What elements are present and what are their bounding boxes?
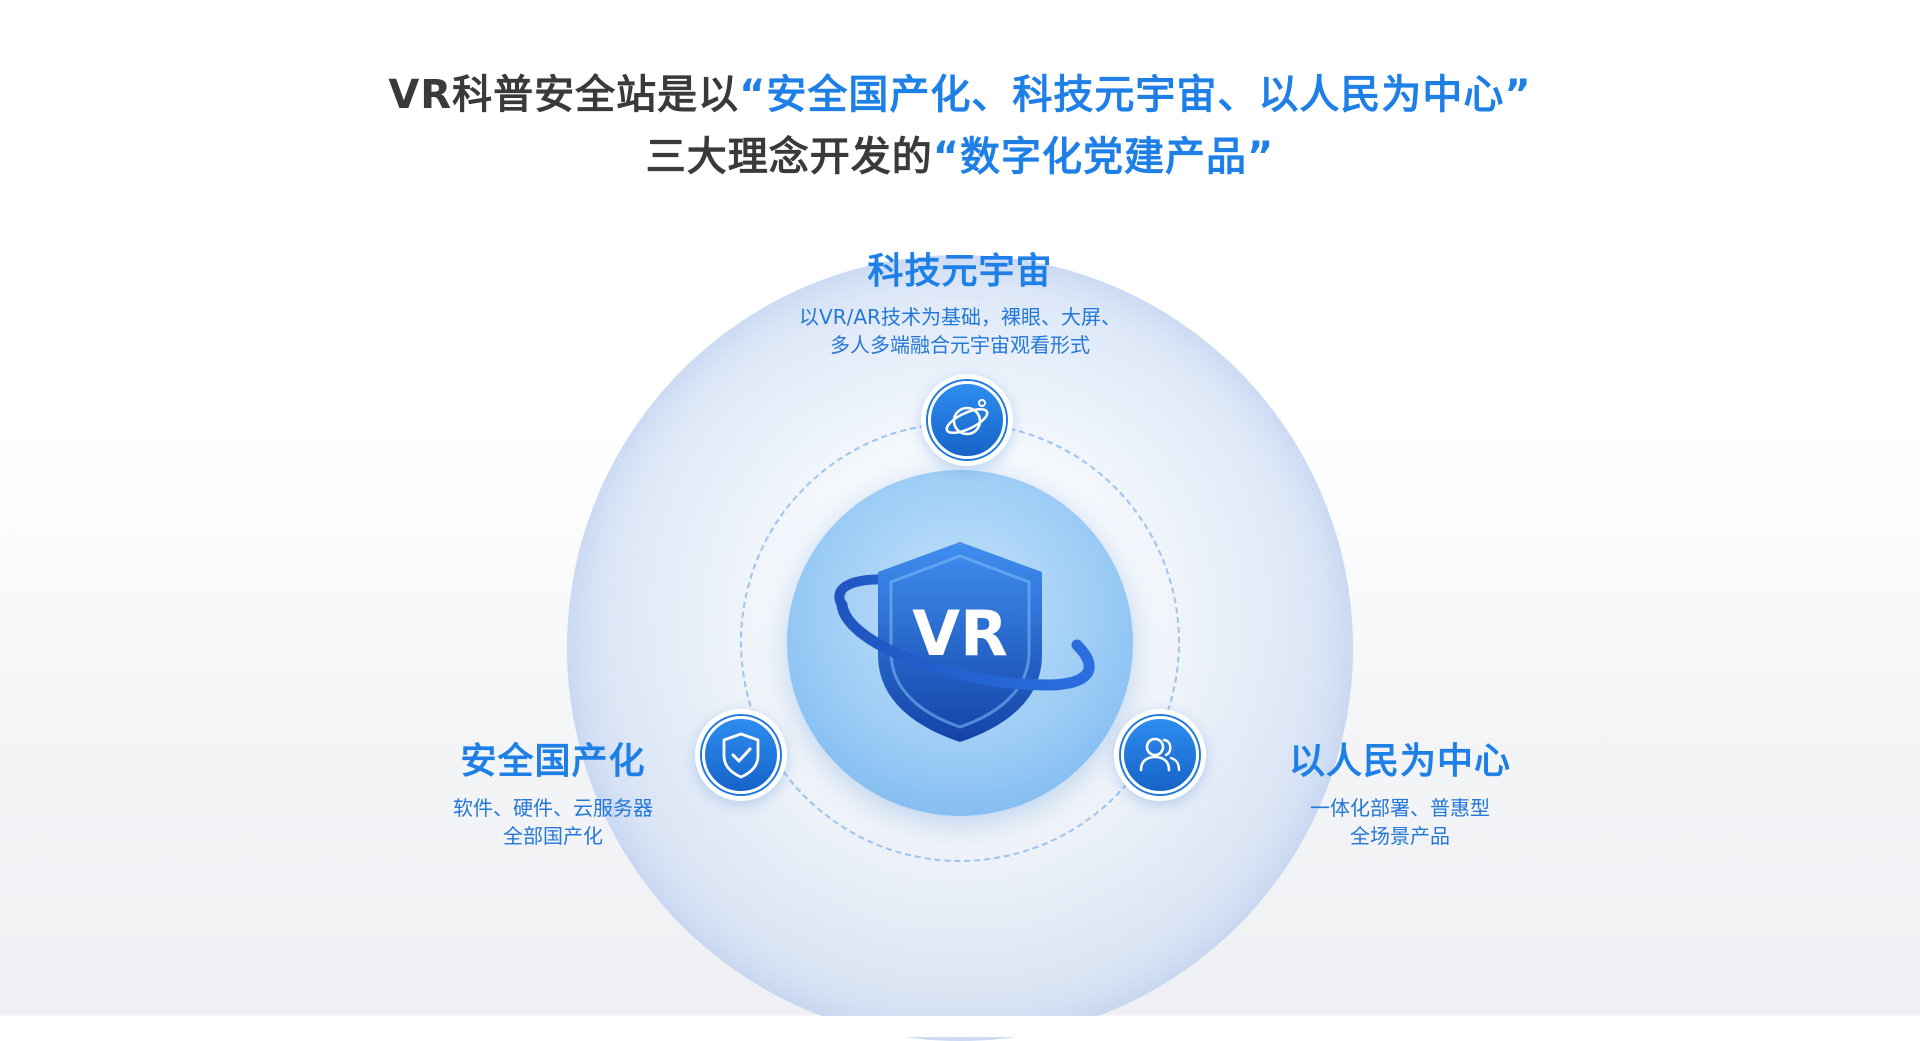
desc-security-localization: 软件、硬件、云服务器 全部国产化 — [353, 794, 753, 850]
vr-shield-logo-icon: VR — [834, 542, 1095, 742]
desc-people-centered-line-1: 一体化部署、普惠型 — [1310, 796, 1490, 820]
heading-line-2-prefix: 三大理念开发的 — [645, 134, 933, 180]
desc-people-centered-line-2: 全场景产品 — [1350, 824, 1450, 848]
heading-line-2-highlight: “数字化党建产品” — [932, 134, 1275, 180]
node-security-localization — [695, 709, 787, 801]
center-logo-circle: VR — [787, 470, 1133, 816]
node-people-centered — [1114, 709, 1206, 801]
desc-security-localization-line-1: 软件、硬件、云服务器 — [453, 796, 653, 820]
shield-check-icon — [722, 732, 760, 779]
heading-line-2: 三大理念开发的“数字化党建产品” — [0, 124, 1920, 182]
title-tech-metaverse: 科技元宇宙 — [867, 251, 1053, 292]
desc-security-localization-line-2: 全部国产化 — [503, 824, 603, 848]
planet-icon — [945, 399, 989, 436]
heading-line-1-highlight: “安全国产化、科技元宇宙、以人民为中心” — [739, 72, 1532, 118]
heading-line-1: VR科普安全站是以“安全国产化、科技元宇宙、以人民为中心” — [0, 62, 1920, 120]
title-people-centered: 以人民为中心 — [1288, 741, 1511, 782]
bottom-band — [0, 1016, 1920, 1037]
vr-logo-text: VR — [912, 597, 1008, 670]
users-icon — [1139, 737, 1181, 772]
desc-tech-metaverse-line-2: 多人多端融合元宇宙观看形式 — [830, 333, 1090, 357]
title-security-localization: 安全国产化 — [460, 741, 646, 782]
desc-tech-metaverse: 以VR/AR技术为基础，裸眼、大屏、 多人多端融合元宇宙观看形式 — [660, 303, 1260, 359]
desc-tech-metaverse-line-1: 以VR/AR技术为基础，裸眼、大屏、 — [799, 305, 1121, 329]
heading-line-1-prefix: VR科普安全站是以 — [388, 72, 740, 118]
desc-people-centered: 一体化部署、普惠型 全场景产品 — [1200, 794, 1600, 850]
node-tech-metaverse — [921, 374, 1013, 466]
